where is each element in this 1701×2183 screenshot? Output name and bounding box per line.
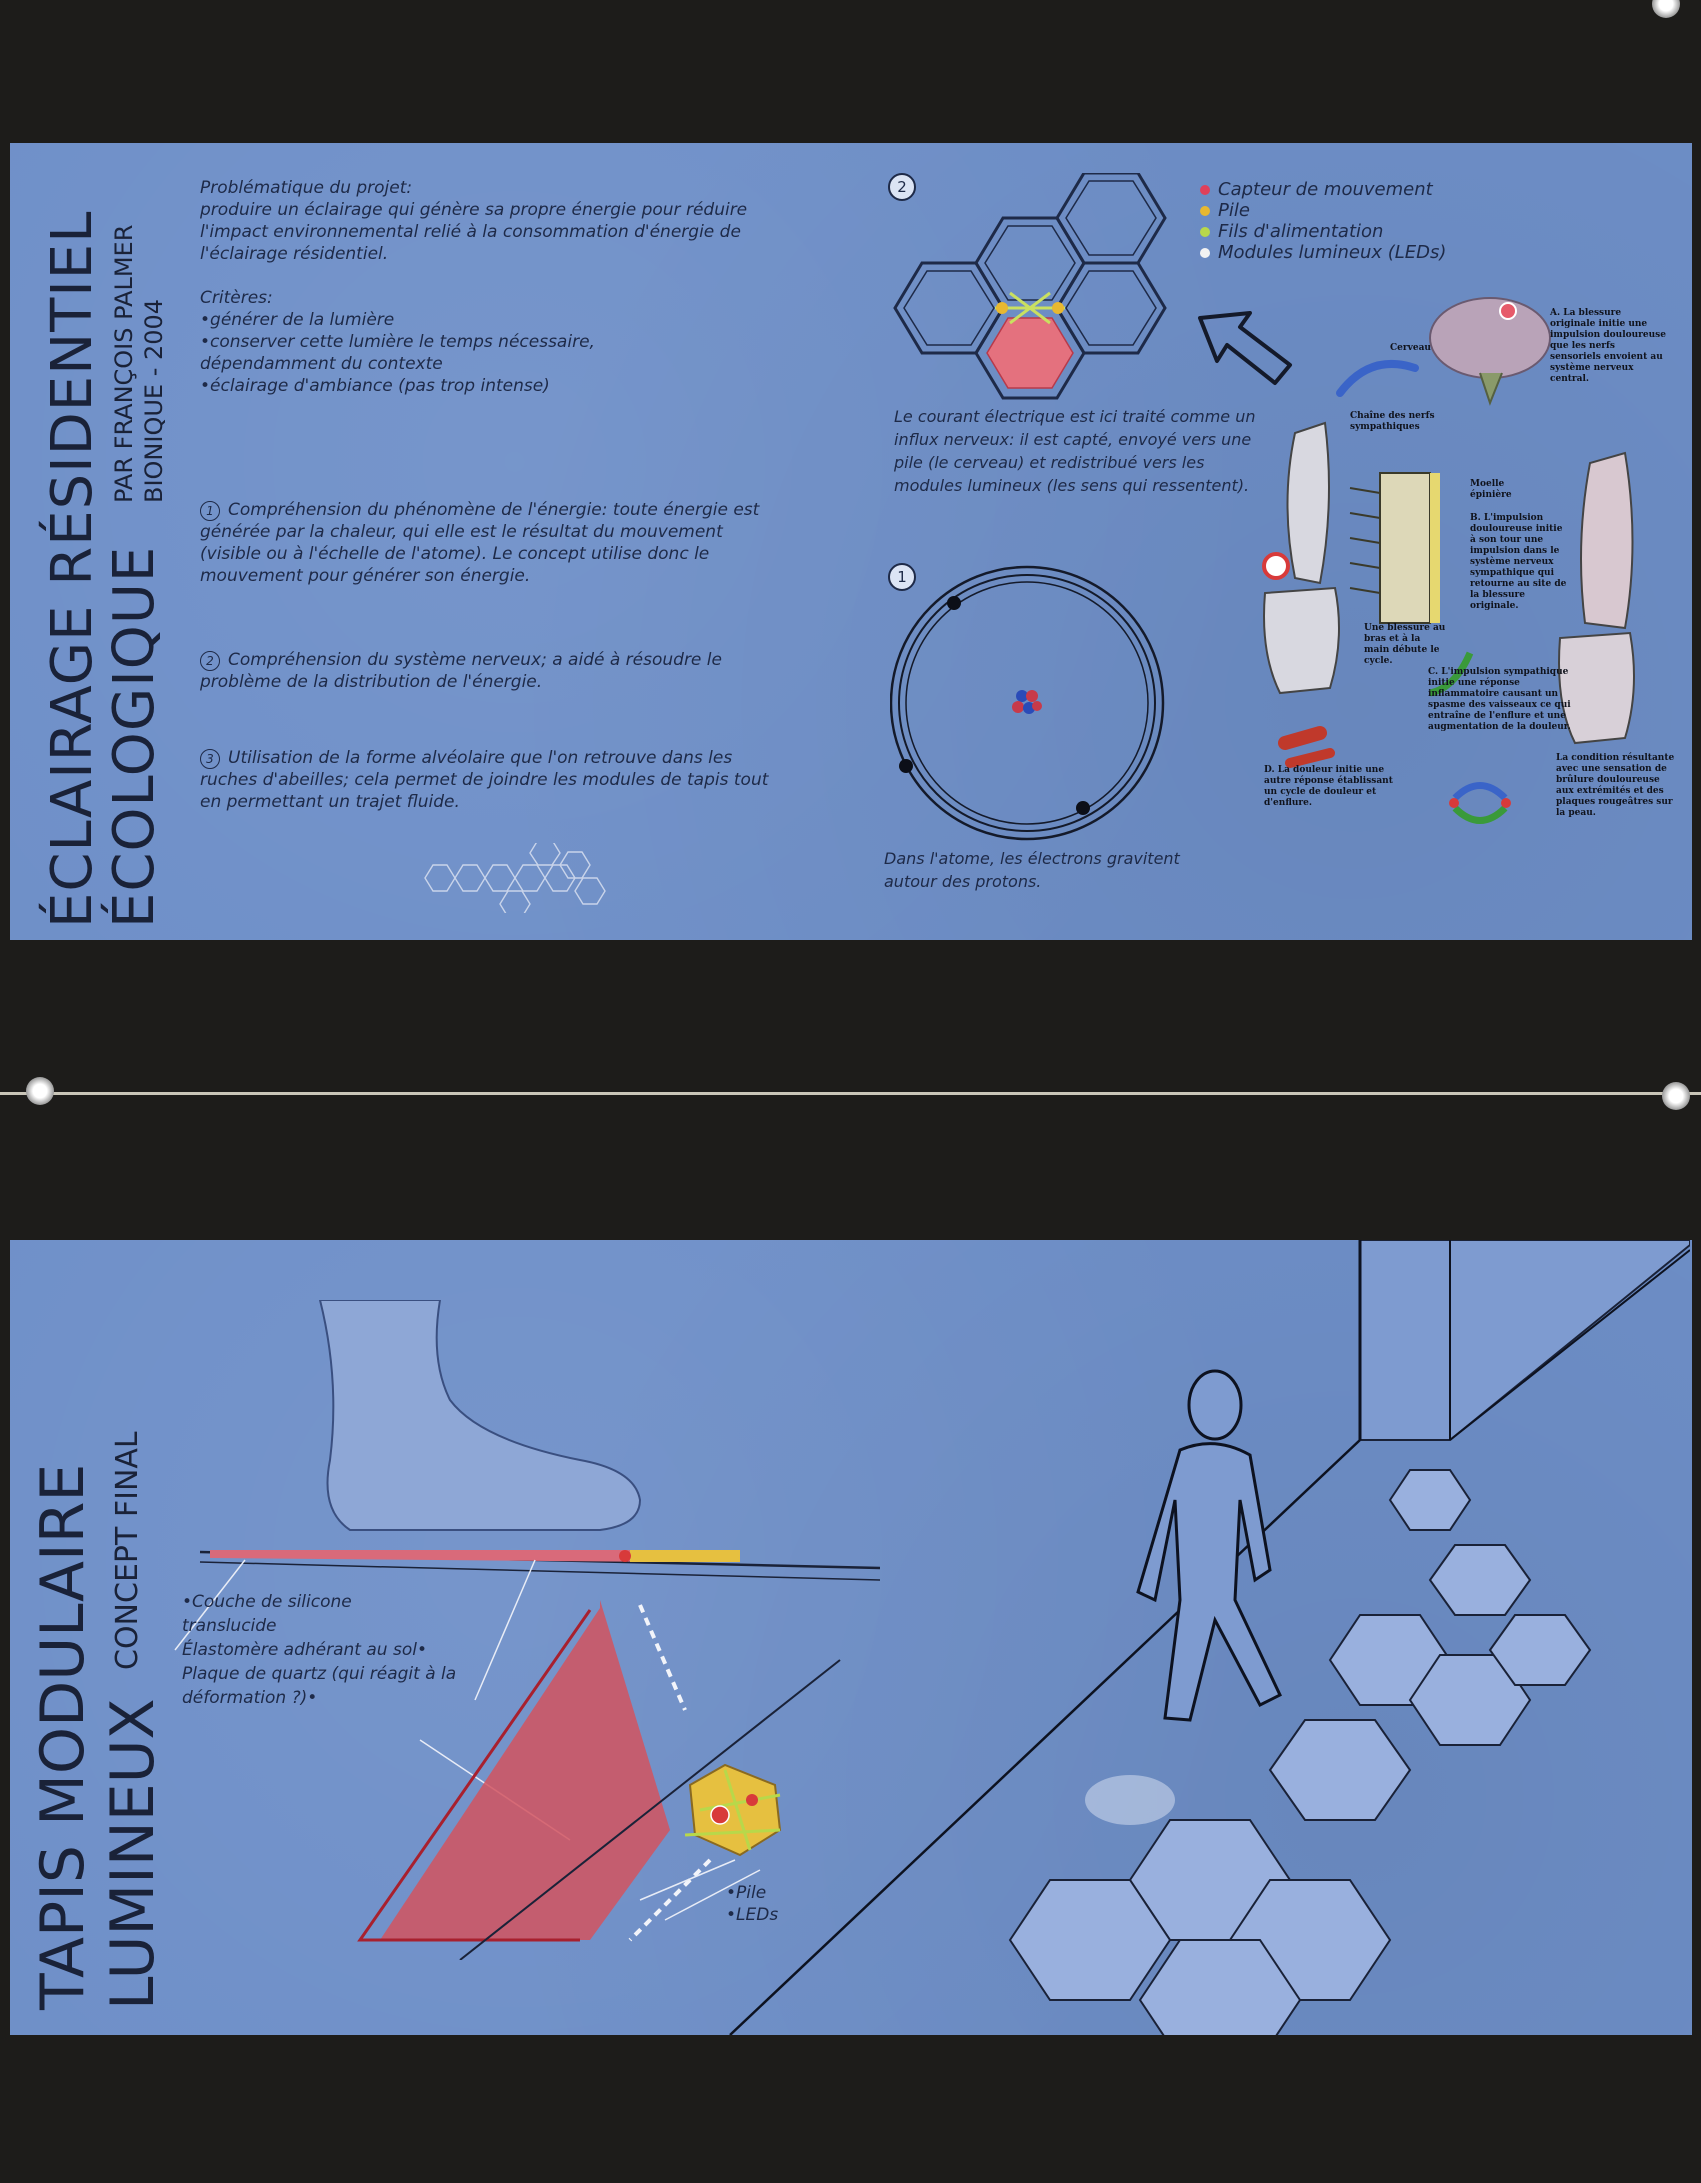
- nerve-label-b: B. L'impulsion douloureuse initie à son …: [1470, 513, 1567, 611]
- nerve-label-chaine: Chaîne des nerfs sympathiques: [1350, 411, 1435, 432]
- foot-illustration: [199, 1300, 880, 1581]
- current-text: Le courant électrique est ici traité com…: [894, 407, 1256, 495]
- top-title-line1: ÉCLAIRAGE RÉSIDENTIEL: [40, 210, 105, 928]
- room-scene: [729, 1240, 1690, 2035]
- pin-middle-right: [1662, 1082, 1690, 1110]
- bottom-board: TAPIS MODULAIRE LUMINEUX CONCEPT FINAL •…: [10, 1240, 1692, 2035]
- top-title-line2: ÉCOLOGIQUE: [102, 545, 167, 928]
- criteria-item: •conserver cette lumière le temps nécess…: [200, 332, 595, 374]
- layer-label: Élastomère adhérant au sol•: [182, 1640, 427, 1660]
- atom-diagram: [890, 565, 1165, 841]
- problem-heading: Problématique du projet:: [200, 178, 413, 198]
- nerve-label-d: D. La douleur initie une autre réponse é…: [1264, 765, 1393, 808]
- nerve-label-a: A. La blessure originale initie une impu…: [1550, 308, 1666, 384]
- point-text: Utilisation de la forme alvéolaire que l…: [200, 748, 769, 812]
- legend-dot: [1200, 205, 1210, 216]
- point-number: 3: [200, 749, 220, 769]
- point-text: Compréhension du phénomène de l'énergie:…: [200, 500, 760, 586]
- point-text: Compréhension du système nerveux; a aidé…: [200, 650, 722, 692]
- leds-label: •LEDs: [726, 1905, 779, 1925]
- nerve-label-condition: La condition résultante avec une sensati…: [1556, 753, 1675, 818]
- criteria-heading: Critères:: [200, 288, 273, 308]
- bottom-subtitle: CONCEPT FINAL: [110, 1431, 145, 1670]
- legend-item: Capteur de mouvement: [1200, 179, 1446, 200]
- diagram-1-number: 1: [888, 563, 916, 591]
- criteria-item: •éclairage d'ambiance (pas trop intense): [200, 376, 550, 396]
- legend-dot: [1200, 184, 1210, 195]
- hanging-wire: [0, 1092, 1701, 1095]
- legend-item: Modules lumineux (LEDs): [1200, 242, 1446, 263]
- legend: Capteur de mouvement Pile Fils d'aliment…: [1200, 179, 1446, 263]
- circuit-detail: [357, 1600, 841, 1960]
- bottom-title-line2: LUMINEUX: [98, 1698, 168, 2010]
- point-number: 2: [200, 651, 220, 671]
- layer-labels: •Couche de silicone translucide Élastomè…: [182, 1590, 512, 1710]
- top-board: ÉCLAIRAGE RÉSIDENTIEL ÉCOLOGIQUE PAR FRA…: [10, 143, 1692, 940]
- nerve-label-moelle: Moelle épinière: [1470, 479, 1512, 500]
- nerve-label-blessure: Une blessure au bras et à la main débute…: [1364, 623, 1446, 666]
- pin-middle-left: [26, 1077, 54, 1105]
- problem-block: Problématique du projet: produire un écl…: [200, 177, 780, 397]
- nerve-diagram: [1262, 297, 1635, 824]
- layer-label: Plaque de quartz (qui réagit à la déform…: [182, 1664, 457, 1708]
- nerve-label-c: C. L'impulsion sympathique initie une ré…: [1428, 667, 1571, 732]
- author-line2: BIONIQUE - 2004: [140, 298, 168, 503]
- layer-label: •Couche de silicone translucide: [182, 1592, 352, 1636]
- arrow-icon: [1198, 311, 1292, 385]
- pin-top-right: [1652, 0, 1680, 18]
- atom-text: Dans l'atome, les électrons gravitent au…: [884, 849, 1180, 891]
- legend-item: Fils d'alimentation: [1200, 221, 1446, 242]
- diagram-2-number: 2: [888, 173, 916, 201]
- problem-text: produire un éclairage qui génère sa prop…: [200, 200, 748, 264]
- legend-dot: [1200, 226, 1210, 237]
- legend-item: Pile: [1200, 200, 1446, 221]
- pile-label: •Pile: [726, 1883, 767, 1903]
- bottom-title-line1: TAPIS MODULAIRE: [28, 1463, 98, 2010]
- honeycomb-diagram: [893, 173, 1167, 400]
- small-honeycomb-sketch: [424, 843, 606, 913]
- criteria-item: •générer de la lumière: [200, 310, 395, 330]
- legend-dot: [1200, 247, 1210, 258]
- nerve-label-cerveau: Cerveau: [1390, 343, 1431, 353]
- author-line1: PAR FRANÇOIS PALMER: [110, 224, 138, 503]
- point-number: 1: [200, 501, 220, 521]
